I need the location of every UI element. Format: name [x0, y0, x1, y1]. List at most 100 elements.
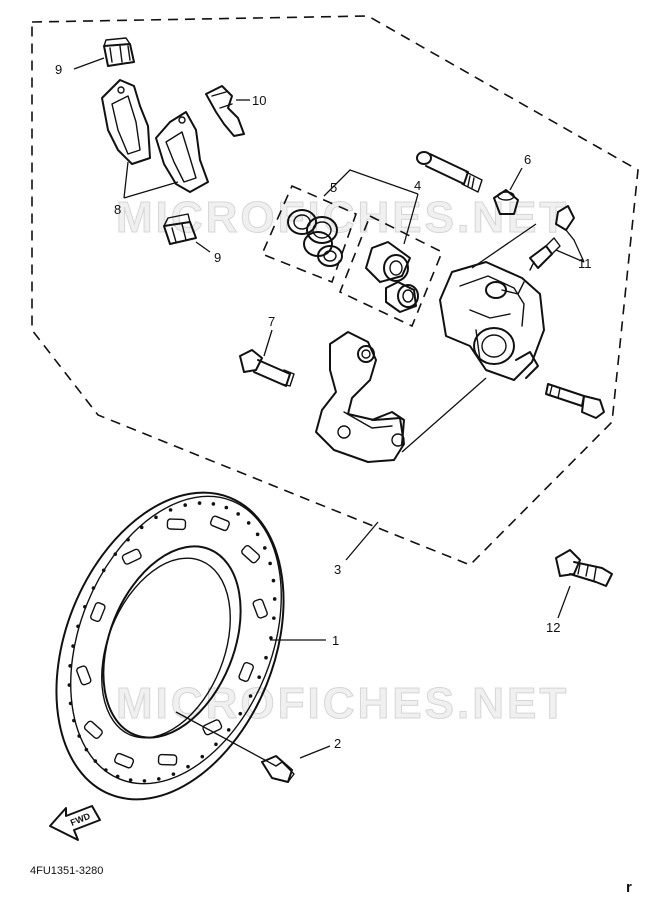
disc-hole [68, 664, 72, 668]
diagram-code: 4FU1351-3280 [30, 865, 103, 877]
callout-9-bottom: 9 [214, 250, 221, 265]
leader-3 [345, 521, 379, 561]
brake-pad-right [155, 111, 209, 193]
disc-slot [76, 665, 92, 686]
disc-bolt [261, 755, 295, 783]
callout-12: 12 [546, 620, 560, 635]
caliper-pin [416, 151, 483, 193]
leader-caliper-top [471, 223, 537, 269]
disc-slot [90, 602, 106, 623]
disc-slot [202, 719, 223, 736]
disc-hole [186, 764, 190, 769]
disc-hole [200, 754, 205, 759]
disc-hole [257, 675, 261, 680]
leader-9-bottom [195, 241, 211, 253]
disc-hole [255, 532, 260, 537]
leader-5 [323, 169, 419, 197]
disc-hole [154, 515, 158, 520]
disc-hole [271, 578, 276, 583]
leader-bracket-caliper [401, 377, 487, 453]
disc-slots [76, 515, 268, 769]
leader-4 [403, 193, 419, 245]
disc-slot [121, 548, 142, 565]
leader-9-top [73, 57, 105, 70]
disc-hole [91, 586, 96, 590]
disc-slot [83, 720, 103, 739]
disc-hole [238, 711, 243, 716]
piston-box [338, 214, 444, 328]
disc-hole [236, 512, 240, 516]
callout-3: 3 [334, 562, 341, 577]
mount-bolt [555, 549, 613, 587]
disc-hole [264, 655, 268, 660]
leader-11 [555, 239, 585, 263]
disc-slot [252, 598, 268, 619]
seal-kit-box [260, 184, 358, 284]
disc-hole [183, 503, 188, 507]
disc-hole [128, 778, 133, 782]
disc-hole [248, 694, 253, 698]
disc-slot [238, 661, 254, 682]
disc-hole [84, 747, 89, 752]
disc-hole [76, 624, 80, 629]
brake-disc [55, 491, 285, 801]
disc-hole [263, 546, 267, 550]
leader-7 [263, 329, 273, 357]
disc-hole [83, 604, 87, 609]
pad-spring-bottom [163, 213, 197, 245]
callout-4: 4 [414, 178, 421, 193]
disc-hole [113, 552, 118, 556]
pad-support [205, 85, 245, 137]
disc-hole [71, 644, 75, 648]
disc-hole [168, 508, 173, 512]
disc-hole [68, 701, 73, 706]
callout-7: 7 [268, 314, 275, 329]
disc-hole [272, 597, 277, 601]
watermark-top: MICROFICHES.NET [116, 193, 569, 242]
leader-6 [509, 167, 523, 191]
disc-hole [139, 525, 144, 530]
disc-hole [246, 521, 251, 525]
fwd-arrow-icon: FWD [49, 805, 101, 841]
pistons [365, 241, 419, 313]
callout-11: 11 [578, 256, 592, 271]
disc-slot [209, 515, 230, 532]
bleed-cap [493, 189, 519, 215]
caliper-body [439, 261, 545, 381]
disc-hole [72, 718, 76, 723]
bleed-screw [529, 205, 575, 271]
leader-8 [123, 161, 179, 199]
leader-2 [299, 745, 331, 759]
disc-slot [157, 753, 178, 766]
callout-1: 1 [332, 633, 339, 648]
leader-disc-bolt-axis [175, 711, 277, 767]
disc-hole [77, 734, 81, 738]
disc-hole [272, 616, 276, 620]
disc-hole [171, 772, 176, 776]
leader-12 [557, 585, 571, 619]
disc-slot [114, 752, 135, 769]
disc-hole [211, 502, 216, 506]
caliper-bolt [239, 349, 295, 387]
disc-hole [142, 779, 147, 783]
seal-kit-rings [287, 209, 343, 267]
callout-8: 8 [114, 202, 121, 217]
caliper-bracket [315, 331, 405, 463]
disc-hole [269, 636, 273, 640]
callout-2: 2 [334, 736, 341, 751]
disc-hole [104, 768, 108, 772]
disc-hole [214, 742, 218, 747]
disc-slot [241, 545, 261, 564]
disc-hole [156, 777, 161, 781]
brake-pad-left [101, 79, 151, 165]
disc-hole [197, 501, 202, 505]
disc-hole [268, 561, 272, 566]
disc-holes [67, 501, 277, 783]
disc-hole [224, 505, 229, 510]
callout-10: 10 [252, 93, 266, 108]
callout-6: 6 [524, 152, 531, 167]
caliper-body-bolt [545, 383, 605, 419]
disc-hole [67, 683, 72, 687]
pad-spring-top [103, 37, 135, 67]
